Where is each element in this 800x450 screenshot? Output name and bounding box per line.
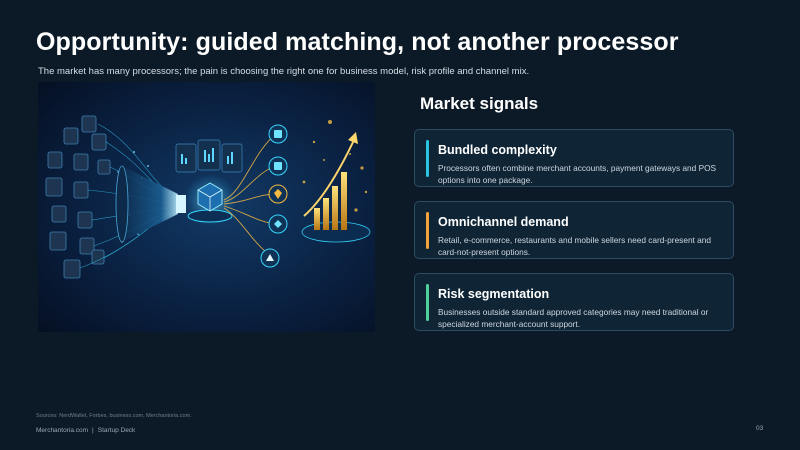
signal-card-omnichannel-demand: Omnichannel demand Retail, e-commerce, r…	[414, 201, 734, 259]
growth-chart-icon	[301, 132, 371, 243]
card-body: Processors often combine merchant accoun…	[438, 163, 717, 185]
footer-deck: Startup Deck	[97, 427, 136, 434]
footer-brand: Merchantoria.com	[36, 427, 89, 434]
card-title: Risk segmentation	[438, 287, 550, 301]
signal-card-bundled-complexity: Bundled complexity Processors often comb…	[414, 129, 734, 187]
footer-separator: |	[92, 427, 94, 434]
page-subtitle: The market has many processors; the pain…	[38, 66, 530, 77]
card-body: Businesses outside standard approved cat…	[438, 307, 709, 329]
page-number: 03	[756, 425, 764, 432]
cube-icon	[184, 174, 236, 226]
card-title: Omnichannel demand	[438, 215, 569, 229]
sources-note: Sources: NerdWallet, Forbes, business.co…	[36, 413, 192, 419]
accent-bar	[426, 212, 429, 249]
accent-bar	[426, 140, 429, 177]
merchant-tiles	[45, 115, 111, 279]
output-nodes	[260, 124, 288, 268]
card-title: Bundled complexity	[438, 143, 557, 157]
page-title: Opportunity: guided matching, not anothe…	[36, 28, 679, 56]
funnel-icon	[115, 165, 186, 243]
market-signals-heading: Market signals	[420, 94, 539, 113]
accent-bar	[426, 284, 429, 321]
signal-card-risk-segmentation: Risk segmentation Businesses outside sta…	[414, 273, 734, 331]
funnel-matching-illustration	[38, 82, 375, 332]
footer: Merchantoria.com|Startup Deck	[36, 427, 135, 434]
card-body: Retail, e-commerce, restaurants and mobi…	[438, 235, 712, 257]
